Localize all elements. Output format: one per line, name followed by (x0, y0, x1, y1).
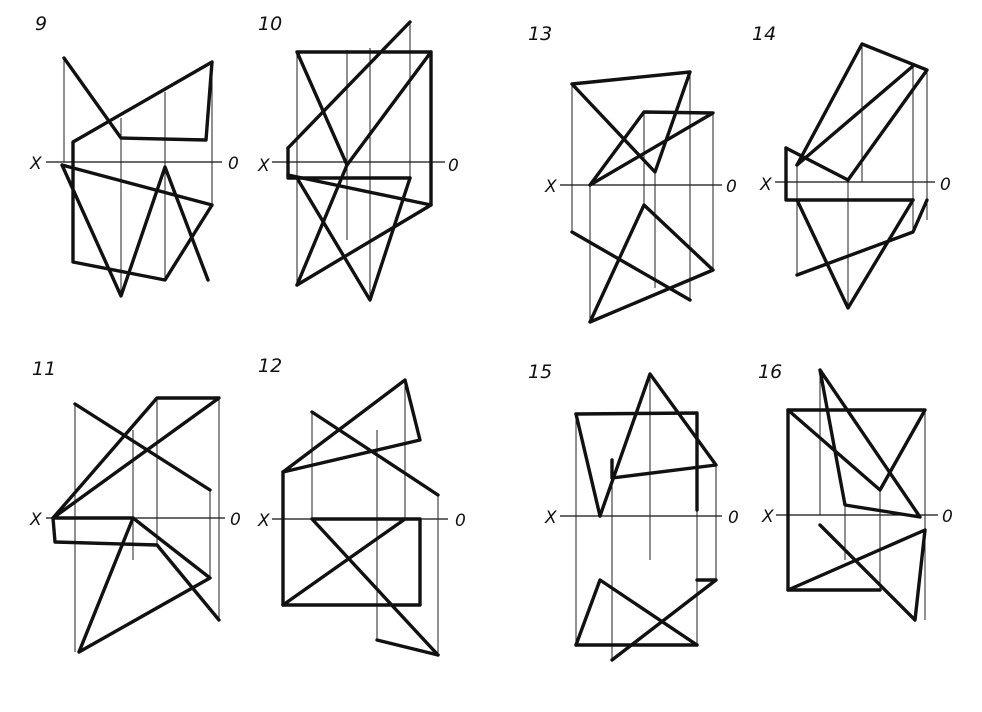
frontal-triangle-b (818, 368, 922, 519)
axis-label-0: 0 (455, 511, 466, 531)
figure-number: 10 (258, 13, 282, 35)
figure-number: 16 (758, 361, 782, 383)
projection-lines (74, 398, 220, 652)
horizontal-edge (795, 198, 929, 277)
axis-label-x: X (759, 175, 772, 195)
frontal-triangle (598, 372, 718, 518)
projection-outlines (786, 368, 927, 622)
axis-label-0: 0 (726, 177, 737, 197)
frontal-edge (795, 64, 915, 167)
frontal-edge-a (73, 402, 212, 492)
horizontal-base (784, 146, 915, 202)
projection-outlines (570, 70, 715, 324)
axis-label-x: X (544, 177, 557, 197)
horizontal-outline (281, 470, 440, 657)
horizontal-triangle-a (295, 176, 412, 302)
frontal-left (574, 412, 602, 518)
frontal-base (286, 146, 412, 180)
axis-label-0: 0 (940, 175, 951, 195)
axis-label-x: X (29, 154, 42, 174)
horizontal-edge-a (574, 578, 699, 647)
horizontal-edge-b (295, 163, 349, 287)
figure-14: 14 X 0 (752, 23, 951, 310)
horizontal-triangle (795, 198, 915, 310)
figure-number: 9 (35, 13, 47, 35)
projection-outlines (784, 42, 929, 310)
figure-number: 14 (752, 23, 776, 45)
frontal-top (574, 411, 699, 512)
axis-label-x: X (257, 511, 270, 531)
projection-outlines (60, 56, 214, 298)
figure-10: 10 X 0 (257, 13, 459, 302)
figure-16: 16 X 0 (758, 361, 953, 622)
axis-label-x: X (544, 508, 557, 528)
frontal-triangle (51, 396, 221, 520)
axis-label-x: X (29, 510, 42, 530)
axis-label-0: 0 (448, 156, 459, 176)
figure-11: 11 X 0 (29, 358, 241, 654)
horizontal-triangle (77, 516, 212, 654)
figure-9: 9 X 0 (29, 13, 239, 298)
figure-12: 12 X 0 (257, 355, 466, 657)
axis-label-0: 0 (230, 510, 241, 530)
frontal-triangle-a (570, 70, 692, 174)
projection-lines (785, 44, 928, 308)
frontal-triangle (295, 50, 433, 167)
axis-label-x: X (761, 507, 774, 527)
frontal-triangle-b (588, 110, 715, 187)
figure-number: 13 (528, 23, 552, 45)
frontal-outline (784, 42, 929, 182)
horizontal-edge-b (375, 638, 440, 657)
axis-label-x: X (257, 156, 270, 176)
horizontal-edge-b (610, 578, 718, 662)
frontal-edge (286, 20, 412, 150)
frontal-and-horizontal-projection (60, 56, 214, 298)
projection-outlines (574, 372, 718, 662)
figure-15: 15 X 0 (528, 361, 739, 662)
axis-label-0: 0 (942, 507, 953, 527)
horizontal-edge-a (51, 516, 221, 622)
frontal-edge (310, 410, 440, 497)
horizontal-triangle (588, 203, 715, 324)
figure-number: 11 (32, 358, 56, 380)
figure-number: 12 (258, 355, 282, 377)
horizontal-edge-a (295, 203, 433, 287)
projection-outlines (281, 378, 440, 657)
projection-lines (571, 72, 714, 322)
axis-label-0: 0 (728, 508, 739, 528)
frontal-triangle (281, 378, 422, 474)
projection-lines (63, 58, 213, 296)
projection-lines (575, 374, 717, 660)
figure-number: 15 (528, 361, 552, 383)
projection-outlines (286, 20, 433, 302)
horizontal-edge (281, 517, 407, 607)
axis-label-0: 0 (228, 154, 239, 174)
figure-13: 13 X 0 (528, 23, 737, 324)
projection-outlines (51, 396, 221, 654)
horizontal-triangle (786, 523, 927, 622)
projection-lines (296, 22, 432, 300)
